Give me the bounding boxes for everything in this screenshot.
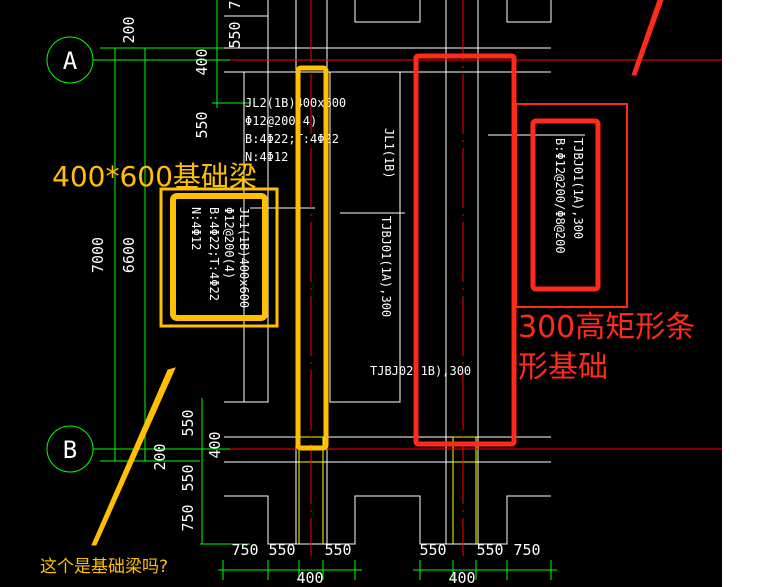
dim-text: 550 bbox=[268, 541, 295, 559]
dim-text: 550 bbox=[193, 111, 211, 138]
dim-text: 400 bbox=[193, 48, 211, 75]
dim-text: 550 bbox=[476, 541, 503, 559]
dim-text: 750 bbox=[179, 504, 197, 531]
svg-text:B:4Φ22;T:4Φ22: B:4Φ22;T:4Φ22 bbox=[207, 207, 221, 301]
dim-text: 750 bbox=[231, 541, 258, 559]
strip-annotation-line2: 形基础 bbox=[518, 350, 608, 385]
tjbj01-rebar-label: B:Φ12@200/Φ8@200 bbox=[553, 138, 567, 254]
question-annotation: 这个是基础梁吗? bbox=[40, 557, 168, 577]
jl1-label: JL1(1B)400x600 Φ12@200(4) B:4Φ22;T:4Φ22 … bbox=[189, 207, 251, 308]
svg-text:Φ12@200(4): Φ12@200(4) bbox=[245, 114, 317, 128]
red-markup bbox=[413, 0, 664, 447]
dim-text: 6600 bbox=[120, 237, 138, 273]
yellow-markup bbox=[91, 65, 329, 546]
dim-text: 200 bbox=[151, 443, 169, 470]
dim-text: 400 bbox=[296, 569, 323, 587]
strip-annotation-line1: 300高矩形条 bbox=[518, 310, 695, 345]
dim-text: 400 bbox=[448, 569, 475, 587]
svg-text:B:4Φ22;T:4Φ22: B:4Φ22;T:4Φ22 bbox=[245, 132, 339, 146]
svg-text:N:4Φ12: N:4Φ12 bbox=[189, 207, 203, 250]
tjbj02-label: TJBJ02(1B),300 bbox=[370, 364, 471, 378]
dim-text: 550 bbox=[226, 21, 244, 48]
dim-text: 550 bbox=[324, 541, 351, 559]
jl1-short-label: JL1(1B) bbox=[382, 128, 396, 179]
axis-b-label: B bbox=[63, 436, 77, 464]
dimension-texts: 200 550 400 550 7000 6600 550 400 550 75… bbox=[89, 0, 541, 587]
dim-text: 550 bbox=[179, 409, 197, 436]
dim-text: 7 bbox=[226, 0, 244, 9]
drawing-canvas[interactable] bbox=[0, 0, 722, 587]
dim-text: 550 bbox=[179, 464, 197, 491]
tjbj01-right-label: TJBJ01(1A),300 bbox=[571, 138, 585, 239]
svg-text:Φ12@200(4): Φ12@200(4) bbox=[222, 207, 236, 279]
dim-text: 200 bbox=[120, 16, 138, 43]
dim-text: 400 bbox=[206, 431, 224, 458]
dim-text: 7000 bbox=[89, 237, 107, 273]
dim-text: 550 bbox=[419, 541, 446, 559]
beam-title-annotation: 400*600基础梁 bbox=[52, 160, 257, 193]
svg-text:N:4Φ12: N:4Φ12 bbox=[245, 150, 288, 164]
tjbj01-label: TJBJ01(1A),300 bbox=[379, 216, 393, 317]
arrow-icon bbox=[631, 0, 664, 76]
axis-a-label: A bbox=[63, 47, 78, 75]
svg-text:JL1(1B)400x600: JL1(1B)400x600 bbox=[237, 207, 251, 308]
dim-text: 750 bbox=[513, 541, 540, 559]
foundation-outline bbox=[224, 0, 585, 545]
arrow-icon bbox=[91, 367, 176, 546]
